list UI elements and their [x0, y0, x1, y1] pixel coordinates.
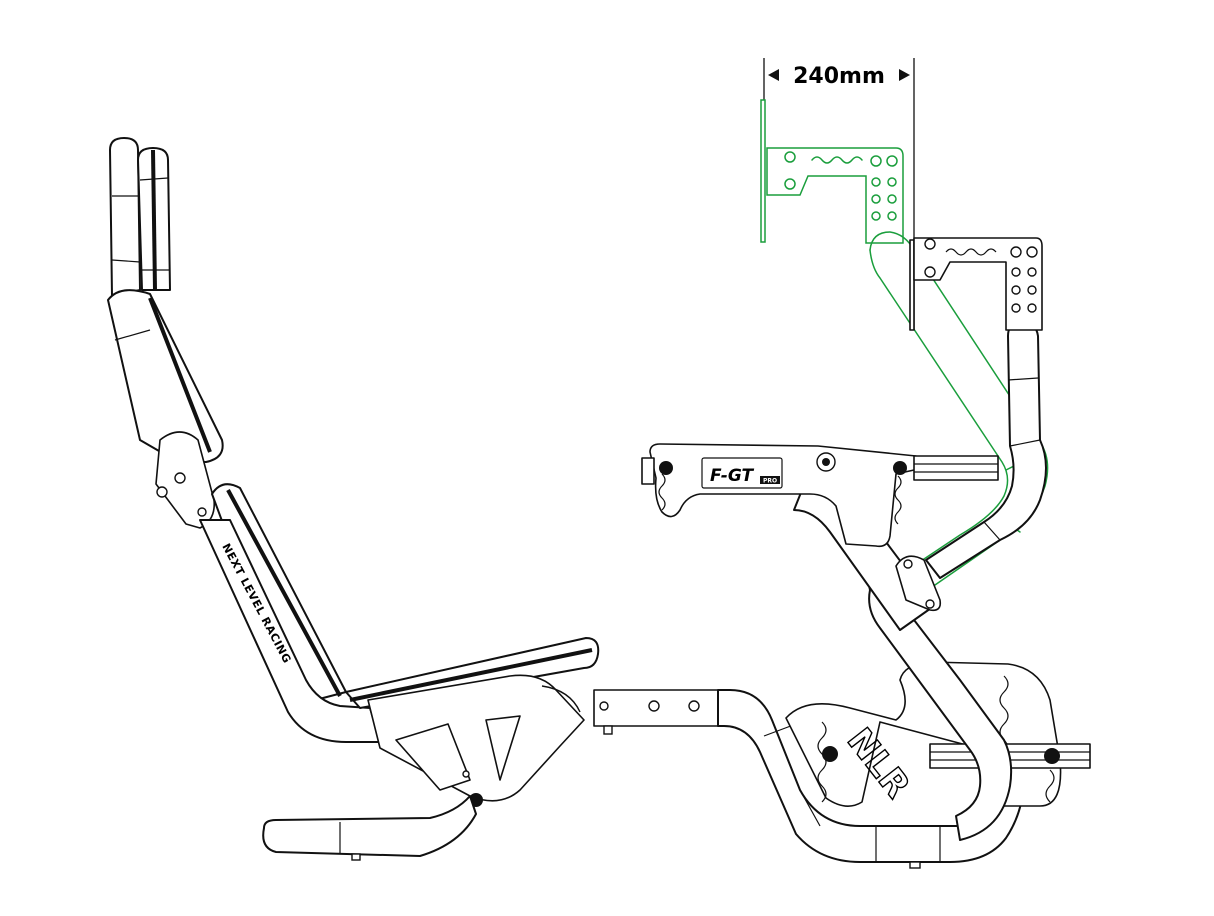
armrest-logo-sub: PRO	[763, 478, 777, 485]
bracket-bolt	[1011, 303, 1021, 313]
green-upright-tube-inner	[869, 249, 1009, 566]
dimension-arrow-right	[899, 69, 910, 81]
armrest-plate-body	[649, 443, 919, 548]
pedal-knob	[1044, 748, 1060, 764]
dimension-label: 240mm	[793, 64, 885, 89]
seat-cushion-piping	[349, 648, 593, 702]
green-bolt	[784, 178, 796, 190]
armrest-knob	[659, 461, 673, 475]
bracket-bolt	[1026, 246, 1038, 258]
green-bolt	[784, 151, 796, 163]
wheel-plate	[909, 239, 915, 331]
headrest-tube-left	[109, 137, 141, 297]
wheel-upright	[793, 237, 1047, 841]
dimension-arrow-left	[768, 69, 779, 81]
bracket-bolt	[1011, 285, 1021, 295]
clamp-bolt	[925, 599, 935, 609]
seat-bracket-cutout	[395, 723, 471, 791]
green-bolt	[871, 177, 881, 187]
green-wheel-plate	[760, 99, 766, 243]
slider-cap	[603, 725, 613, 735]
clamp-bolt	[903, 559, 913, 569]
upper-back-cushion	[107, 289, 224, 463]
bracket-bolt	[924, 238, 936, 250]
armrest-hinge-center	[822, 458, 830, 466]
foot-tube-cap	[351, 853, 361, 861]
armrest-logo: F-GT	[710, 466, 754, 486]
armrest-slot	[658, 473, 666, 511]
green-bolt	[871, 211, 881, 221]
shifter-rail-groove	[914, 463, 998, 473]
shifter-rail	[913, 455, 999, 481]
armrest-end-cap	[641, 457, 655, 485]
bracket-bolt	[1027, 267, 1037, 277]
upright-clamp	[895, 555, 942, 612]
headrest-piping	[151, 149, 157, 291]
pedal-slot	[817, 721, 827, 803]
green-bolt	[871, 194, 881, 204]
wheel-bracket	[913, 237, 1043, 331]
base-foot-cap	[909, 861, 921, 869]
upright-seams	[983, 377, 1041, 541]
hinge-bolt	[174, 472, 186, 484]
seat-base	[345, 637, 600, 807]
dimension-annotation: 240mm	[763, 58, 915, 330]
armrest-plate: F-GT PRO	[641, 443, 999, 548]
armrest-knob	[893, 461, 907, 475]
green-bolt	[870, 155, 882, 167]
seat-bracket-line	[541, 685, 581, 713]
bracket-bolt	[1027, 285, 1037, 295]
base-tube-seams	[763, 723, 941, 862]
back-seam	[114, 329, 151, 341]
lower-back-piping	[226, 489, 342, 697]
green-adjust-slot	[811, 156, 863, 164]
slider-bolt	[648, 700, 660, 712]
hinge-bolt	[197, 507, 207, 517]
bracket-bolt	[1027, 303, 1037, 313]
bracket-bolt	[924, 266, 936, 278]
seat-bracket-cutout	[485, 715, 521, 781]
pedal-knob	[822, 746, 838, 762]
seat-backrest: NEXT LEVEL RACING	[107, 137, 381, 743]
rear-foot-tube	[262, 795, 477, 857]
hinge-bolt	[156, 486, 168, 498]
headrest-seams	[111, 177, 170, 271]
pedal-slot	[1045, 769, 1055, 803]
green-bolt	[887, 211, 897, 221]
green-bolt	[887, 177, 897, 187]
armrest-slot	[894, 475, 902, 525]
green-bolt	[887, 194, 897, 204]
slider-bolt	[688, 700, 700, 712]
green-bolt	[886, 155, 898, 167]
bracket-adjust-slot	[945, 248, 997, 256]
upper-back-piping	[148, 297, 212, 453]
armrest-logo-sub-bg	[760, 476, 780, 484]
green-bracket	[766, 147, 904, 244]
bracket-bolt	[1010, 246, 1022, 258]
bracket-bolt	[1011, 267, 1021, 277]
seat-bolt	[462, 770, 470, 778]
slider-bolt	[599, 701, 609, 711]
